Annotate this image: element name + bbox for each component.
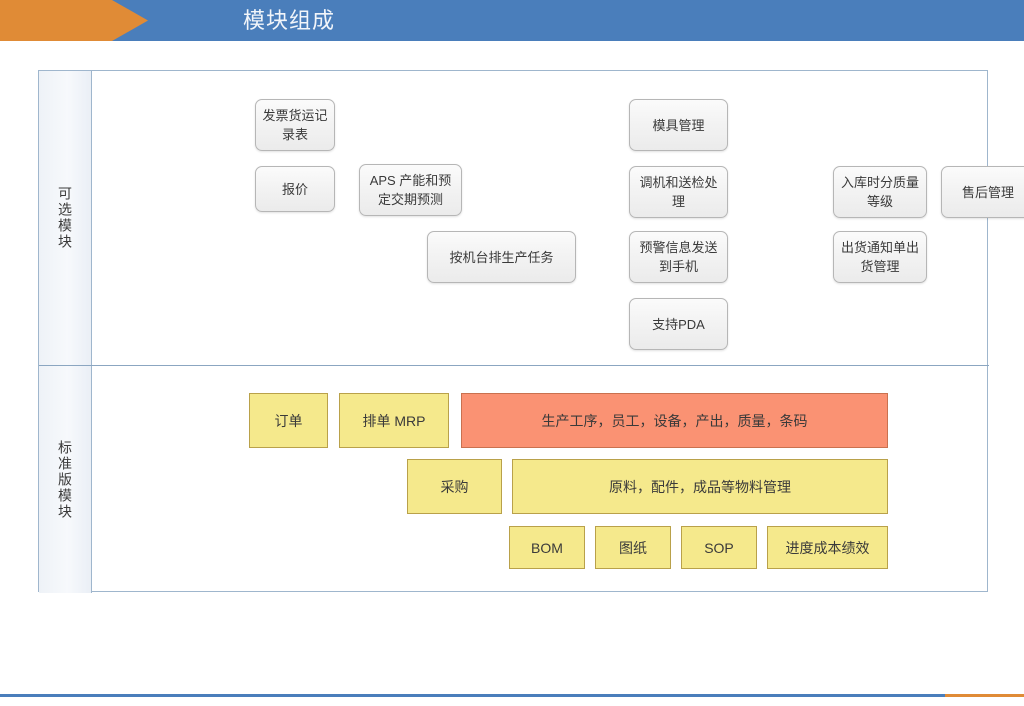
page-header: 模块组成	[0, 0, 1024, 41]
module-box-生产工序-员工-设备-产出-质量-条码[interactable]: 生产工序，员工，设备，产出，质量，条码	[461, 393, 888, 448]
module-box-label: APS 产能和预定交期预测	[369, 173, 452, 207]
module-box-报价[interactable]: 报价	[255, 166, 335, 212]
module-box-入库时分质量等级[interactable]: 入库时分质量等级	[833, 166, 927, 218]
module-box-采购[interactable]: 采购	[407, 459, 502, 514]
module-box-原料-配件-成品等物料管理[interactable]: 原料，配件，成品等物料管理	[512, 459, 888, 514]
module-box-图纸[interactable]: 图纸	[595, 526, 671, 569]
section-optional-body: 发票货运记录表报价 APS 产能和预定交期预测按机台排生产任务 模具管理调机和送检处…	[92, 71, 1024, 365]
section-label-optional: 可选模块	[39, 71, 92, 365]
module-box-label: 模具管理	[652, 117, 705, 133]
module-box-label: 调机和送检处理	[639, 175, 718, 209]
section-label-optional-text: 可选模块	[57, 186, 73, 250]
module-box-label: 进度成本绩效	[785, 539, 870, 556]
module-box-label: 生产工序，员工，设备，产出，质量，条码	[541, 412, 808, 429]
module-box-调机和送检处理[interactable]: 调机和送检处理	[629, 166, 728, 218]
module-box-label: 原料，配件，成品等物料管理	[609, 478, 791, 495]
module-box-aps-产能和预定交期预测[interactable]: APS 产能和预定交期预测	[359, 164, 462, 216]
module-box-label: 出货通知单出货管理	[840, 240, 919, 274]
module-box-label: 入库时分质量等级	[840, 175, 919, 209]
section-label-standard: 标准版模块	[39, 366, 92, 593]
module-box-label: 售后管理	[961, 184, 1014, 200]
module-box-sop[interactable]: SOP	[681, 526, 757, 569]
section-label-standard-text: 标准版模块	[57, 439, 73, 520]
page-title: 模块组成	[243, 8, 336, 33]
footer-rule-blue-segment	[0, 694, 945, 697]
module-box-label: 支持PDA	[652, 316, 705, 332]
module-composition-diagram: 可选模块 发票货运记录表报价 APS 产能和预定交期预测按机台排生产任务 模具管理调…	[38, 70, 1024, 593]
module-box-模具管理[interactable]: 模具管理	[629, 99, 728, 151]
header-chevron-accent	[0, 0, 148, 41]
module-box-label: 按机台排生产任务	[449, 249, 554, 265]
module-box-出货通知单出货管理[interactable]: 出货通知单出货管理	[833, 231, 927, 283]
module-box-label: SOP	[704, 539, 734, 556]
module-box-label: 排单 MRP	[362, 412, 426, 429]
module-box-按机台排生产任务[interactable]: 按机台排生产任务	[427, 231, 576, 283]
module-box-排单-mrp[interactable]: 排单 MRP	[339, 393, 449, 448]
module-box-label: 采购	[440, 478, 469, 495]
module-box-bom[interactable]: BOM	[509, 526, 585, 569]
module-box-售后管理[interactable]: 售后管理	[941, 166, 1024, 218]
footer-rule-orange-segment	[945, 694, 1024, 697]
module-box-label: 发票货运记录表	[262, 108, 328, 142]
section-optional-modules: 可选模块 发票货运记录表报价 APS 产能和预定交期预测按机台排生产任务 模具管理调…	[39, 71, 1024, 366]
module-box-label: 预警信息发送到手机	[639, 240, 718, 274]
module-box-预警信息发送到手机[interactable]: 预警信息发送到手机	[629, 231, 728, 283]
module-box-支持pda[interactable]: 支持PDA	[629, 298, 728, 350]
module-box-label: 图纸	[619, 539, 647, 556]
module-box-进度成本绩效[interactable]: 进度成本绩效	[767, 526, 888, 569]
footer-rule	[0, 694, 1024, 697]
section-standard-body: 订单 排单 MRP 生产工序，员工，设备，产出，质量，条码采购 原料，配件，成品等物料…	[92, 366, 989, 593]
module-box-订单[interactable]: 订单	[249, 393, 328, 448]
section-standard-modules: 标准版模块 订单 排单 MRP 生产工序，员工，设备，产出，质量，条码采购 原料，配件…	[39, 366, 989, 593]
module-box-label: 报价	[281, 181, 308, 197]
module-box-label: BOM	[531, 539, 563, 556]
module-box-发票货运记录表[interactable]: 发票货运记录表	[255, 99, 335, 151]
module-box-label: 订单	[274, 412, 303, 429]
